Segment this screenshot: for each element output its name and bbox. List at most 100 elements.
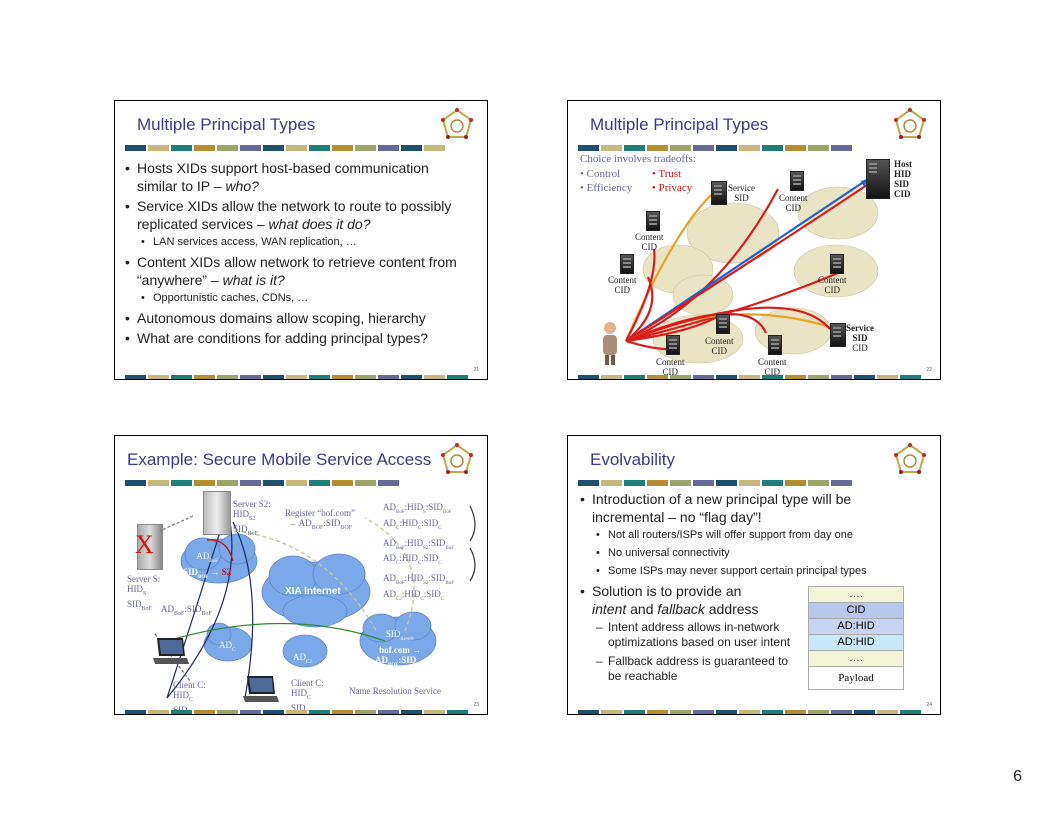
content-server-icon <box>620 254 634 274</box>
content-server-icon <box>716 314 730 334</box>
bullet: What are conditions for adding principal… <box>123 329 468 347</box>
sub-bullet: Not all routers/ISPs will offer support … <box>578 528 923 542</box>
bof-cloud-label: ADBoF SIDBOF → S2 <box>183 551 232 580</box>
bullet: Content XIDs allow network to retrieve c… <box>123 253 468 289</box>
server-s-label: Server S: HIDS SIDBoF <box>127 574 161 612</box>
title-stripe <box>125 145 460 151</box>
address-pairs: ADBoF:HIDS:SIDBoF ADC:HIDC:SIDC ADBoF:HI… <box>383 502 454 605</box>
address-line: ADBoF:HIDS2:SIDBoF <box>383 573 455 586</box>
laptop-icon <box>243 676 279 702</box>
tradeoff-privacy: • Privacy <box>652 182 693 194</box>
xia-logo-icon <box>894 443 926 474</box>
title-stripe <box>578 480 858 486</box>
content-server-icon <box>790 171 804 191</box>
dash-item: Intent address allows in-network optimiz… <box>578 620 798 650</box>
bullet: Hosts XIDs support host-based communicat… <box>123 159 468 195</box>
slide-title: Evolvability <box>590 450 676 469</box>
bottom-stripe <box>578 375 932 379</box>
content-server-icon <box>666 335 680 355</box>
bottom-stripe <box>125 710 479 714</box>
sub-bullet: LAN services access, WAN replication, … <box>123 235 468 249</box>
slide-title: Multiple Principal Types <box>590 115 769 134</box>
user-icon <box>603 322 617 365</box>
xia-logo-icon <box>894 108 926 139</box>
slide-number: 22 <box>926 367 932 373</box>
address-line: ADC2:HIDC:SIDC <box>383 588 445 602</box>
server-s2-icon <box>203 491 231 535</box>
tradeoffs-heading: Choice involves tradeoffs: <box>580 153 696 165</box>
bullet: Autonomous domains allow scoping, hierar… <box>123 309 468 327</box>
sub-bullet: Opportunistic caches, CDNs, … <box>123 291 468 305</box>
bullet-list: Introduction of a new principal type wil… <box>578 490 923 582</box>
tradeoff-trust: • Trust <box>652 168 682 180</box>
service-server-icon <box>711 181 727 205</box>
server-s2-label: Server S2: HIDS2 SIDBoF <box>233 499 271 537</box>
content-server-icon <box>646 211 660 231</box>
content-network-diagram <box>624 178 879 364</box>
content-server-icon <box>830 254 844 274</box>
sub-bullet: Some ISPs may never support certain prin… <box>578 564 923 578</box>
title-stripe <box>578 145 858 151</box>
slide-22: Multiple Principal Types <box>567 100 941 380</box>
address-line: ADC:HIDC:SIDC <box>383 553 442 567</box>
slide-number: 24 <box>926 702 932 708</box>
register-label: Register “bof.com” → ADBOF:SIDBOF <box>285 508 355 531</box>
host-server-icon <box>866 159 890 199</box>
slide-title: Example: Secure Mobile Service Access <box>127 450 432 469</box>
slide-21: Multiple Principal Types Hosts XIDs supp… <box>114 100 488 380</box>
name-resolution-label: Name Resolution Service <box>349 686 441 696</box>
slide-title: Multiple Principal Types <box>137 115 316 134</box>
dash-item: Fallback address is guaranteed to be rea… <box>578 654 798 684</box>
sub-bullet: No universal connectivity <box>578 546 923 560</box>
slide-number: 23 <box>473 702 479 708</box>
packet-row: AD:HID <box>808 619 904 635</box>
ad-sid-label: ADBoF:SIDBoF <box>161 604 212 617</box>
address-line: ADC:HIDC:SIDC <box>383 517 442 531</box>
packet-row: …. <box>808 651 904 667</box>
page-number: 6 <box>1013 768 1022 785</box>
mobile-access-diagram <box>152 505 476 699</box>
tradeoff-efficiency: • Efficiency <box>580 182 633 194</box>
address-line: ADBoF:HIDS2:SIDBoF <box>383 537 455 551</box>
xia-logo-icon <box>441 108 473 139</box>
server-s-icon <box>137 524 163 570</box>
xia-logo-icon <box>441 443 473 474</box>
slide-24: Evolvability Introduction of a new princ… <box>567 435 941 715</box>
bullet-list: Hosts XIDs support host-based communicat… <box>123 159 468 349</box>
adc2-cloud-label: ADC2 <box>293 652 312 665</box>
service-server-icon <box>830 323 846 347</box>
packet-row: Payload <box>808 667 904 690</box>
laptop-icon <box>153 638 189 664</box>
bullet: Service XIDs allow the network to route … <box>123 197 468 233</box>
packet-row: AD:HID <box>808 635 904 651</box>
address-line: ADBoF:HIDS:SIDBoF <box>383 502 452 515</box>
xia-internet-label: XIA Internet <box>285 586 341 597</box>
slide-number: 21 <box>473 367 479 373</box>
address-packet-diagram: …. CID AD:HID AD:HID …. Payload <box>808 586 904 690</box>
packet-row: CID <box>808 603 904 619</box>
bottom-stripe <box>578 710 932 714</box>
tradeoff-control: • Control <box>580 168 621 180</box>
failed-server-mark: X <box>135 530 154 559</box>
bottom-stripe <box>125 375 479 379</box>
bullet: Introduction of a new principal type wil… <box>578 490 923 526</box>
adc-cloud-label: ADC <box>219 640 236 653</box>
slide-23: Example: Secure Mobile Service Access <box>114 435 488 715</box>
client-c-label: Client C: HIDC SIDC <box>291 678 324 715</box>
resolver-cloud-label: SIDResolv bof.com → ADBOF:SIDBoF <box>375 629 426 668</box>
title-stripe <box>125 480 405 486</box>
packet-row: …. <box>808 586 904 603</box>
content-server-icon <box>768 335 782 355</box>
